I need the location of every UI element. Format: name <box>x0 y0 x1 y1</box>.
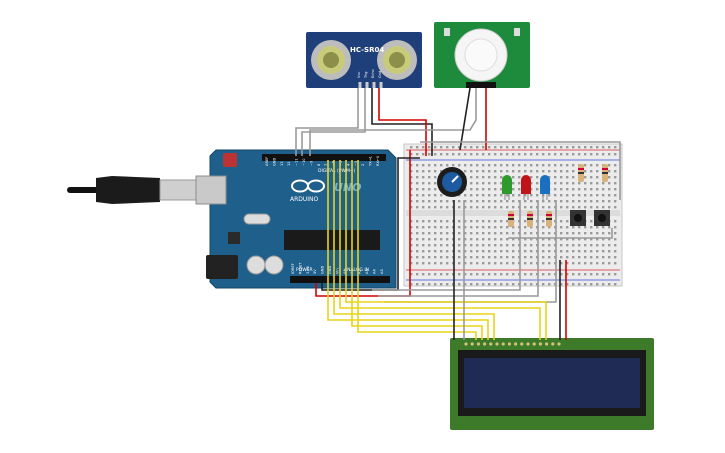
led-green <box>502 175 512 200</box>
resistor <box>578 164 584 182</box>
power-pin-label: IOREF <box>291 263 295 274</box>
lcd-display <box>450 338 654 430</box>
ultrasonic-pin-label: Gnd <box>378 71 382 78</box>
digital-pin-label: 4 <box>346 163 350 166</box>
digital-pin-label: ~5 <box>339 161 343 166</box>
power-pin-label: A4 <box>372 269 376 274</box>
digital-pin-label: 12 <box>287 161 291 166</box>
resistor <box>546 211 552 227</box>
power-pin-label: 5V <box>313 269 317 274</box>
resistor <box>508 211 514 227</box>
digital-pin-label: ~9 <box>309 160 313 166</box>
resistors <box>508 164 608 227</box>
digital-pin-label: ~10 <box>302 158 306 166</box>
power-pin-label: 3.3V <box>306 265 310 274</box>
ultrasonic-pin-label: Vcc <box>357 72 361 78</box>
resistor <box>602 164 608 182</box>
digital-pin-label: 7 <box>324 164 328 166</box>
digital-pin-label: 13 <box>280 161 284 166</box>
power-pin-label: A5 <box>380 269 384 274</box>
wires <box>295 87 621 340</box>
ultrasonic-label: HC-SR04 <box>350 46 384 54</box>
arduino-power-label: POWER <box>296 267 313 273</box>
arduino-brand: ARDUINO <box>290 196 319 203</box>
digital-pin-label: 8 <box>317 163 321 166</box>
digital-pin-label: ~3 <box>354 161 358 166</box>
power-pin-label: GND <box>328 266 332 274</box>
ultrasonic-pin-label: Echo <box>371 69 375 78</box>
power-pin-label: GND <box>321 266 325 274</box>
reset-button[interactable] <box>223 153 237 167</box>
led-blue <box>540 175 550 200</box>
push-buttons <box>570 210 610 226</box>
digital-pin-label: 2 <box>361 164 365 166</box>
digital-pin-label: TX→1 <box>369 156 373 167</box>
arduino-analog-label: ANALOG IN <box>344 267 369 273</box>
digital-pin-label: ~11 <box>295 158 299 166</box>
power-pin-label: Vin <box>335 268 339 274</box>
resistor <box>527 211 533 227</box>
potentiometer[interactable] <box>437 167 467 197</box>
power-pin-label: RESET <box>298 262 302 274</box>
pir-sensor <box>434 22 530 88</box>
led-group <box>502 175 550 200</box>
power-pin-label: A2 <box>358 269 362 274</box>
power-pin-label: A0 <box>343 269 347 274</box>
digital-pin-label: GND <box>272 158 276 166</box>
digital-pin-label: RX←0 <box>376 155 380 166</box>
power-pin-label: A3 <box>365 269 369 274</box>
ultrasonic-pin-label: Trig <box>364 72 368 79</box>
digital-pin-label: AREF <box>265 157 269 166</box>
arduino-model: UNO <box>334 181 362 194</box>
arduino-uno-board: UNO ARDUINO DIGITAL (PWM~) POWER ANALOG … <box>195 149 397 289</box>
arduino-digital-label: DIGITAL (PWM~) <box>318 168 356 174</box>
led-red <box>521 175 531 200</box>
